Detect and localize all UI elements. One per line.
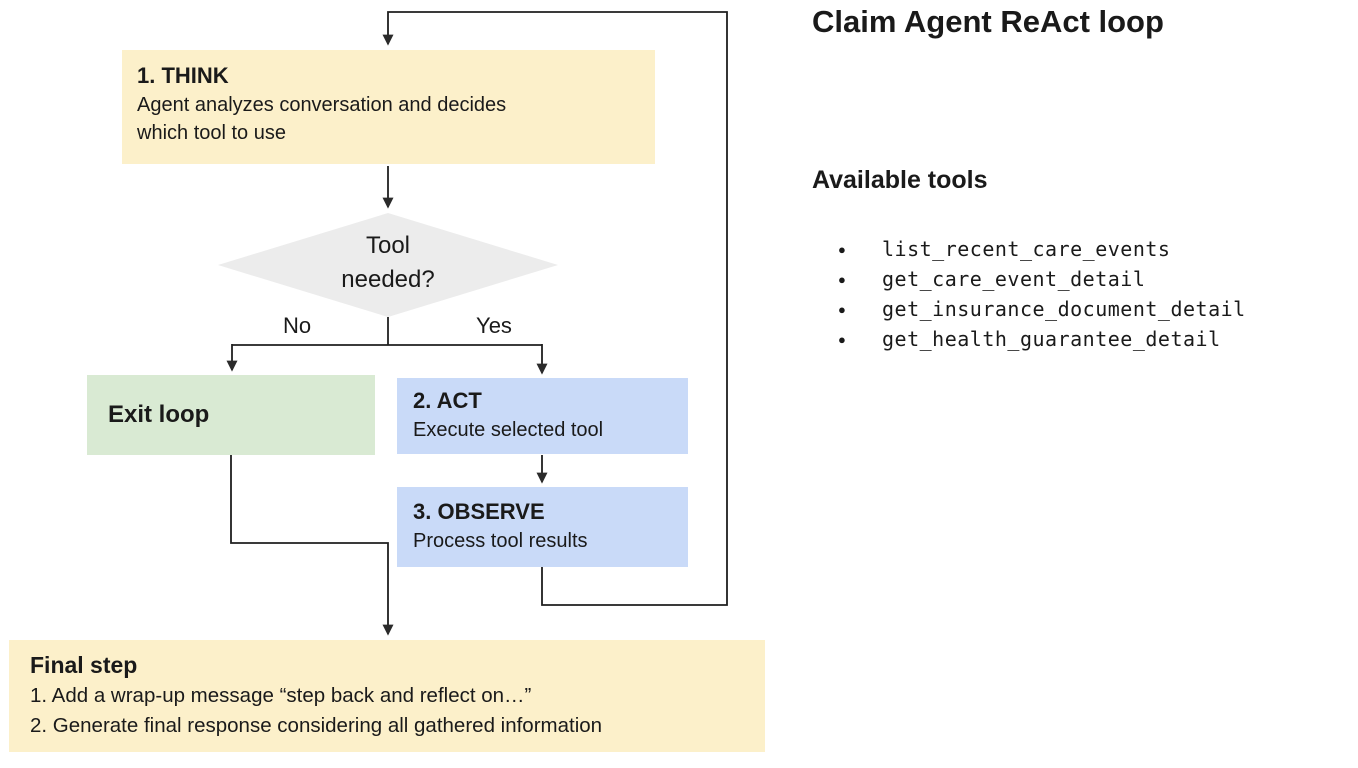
think-step-box: 1. THINK Agent analyzes conversation and… <box>122 50 655 164</box>
branch-label-yes: Yes <box>476 313 512 338</box>
list-item: ● get_insurance_document_detail <box>812 294 1246 324</box>
tool-name: get_care_event_detail <box>882 267 1146 291</box>
bullet-icon: ● <box>838 271 846 287</box>
bullet-icon: ● <box>838 301 846 317</box>
edge-exit-to-final <box>230 455 394 636</box>
think-step-title: 1. THINK <box>137 63 229 88</box>
branch-label-no: No <box>282 313 312 338</box>
decision-label: Tool needed? <box>308 229 468 297</box>
bullet-icon: ● <box>838 331 846 347</box>
decision-label-line2: needed? <box>341 266 435 293</box>
exit-loop-title: Exit loop <box>108 401 210 428</box>
tool-name: list_recent_care_events <box>882 237 1171 261</box>
act-step-title: 2. ACT <box>413 388 482 413</box>
observe-step-box: 3. OBSERVE Process tool results <box>397 487 688 567</box>
think-step-body-line2: which tool to use <box>137 122 286 144</box>
list-item: ● get_health_guarantee_detail <box>812 324 1246 354</box>
bullet-icon: ● <box>838 241 846 257</box>
available-tools-heading: Available tools <box>812 166 988 194</box>
final-step-line1: 1. Add a wrap-up message “step back and … <box>30 684 532 707</box>
decision-label-line1: Tool <box>365 232 411 259</box>
tool-name: get_health_guarantee_detail <box>882 327 1221 351</box>
list-item: ● get_care_event_detail <box>812 264 1246 294</box>
act-step-box: 2. ACT Execute selected tool <box>397 378 688 454</box>
tool-name: get_insurance_document_detail <box>882 297 1246 321</box>
exit-loop-box: Exit loop <box>87 375 375 455</box>
act-step-body: Execute selected tool <box>413 419 604 441</box>
final-step-line2: 2. Generate final response considering a… <box>30 714 603 737</box>
list-item: ● list_recent_care_events <box>812 234 1246 264</box>
page-title: Claim Agent ReAct loop <box>812 4 1164 39</box>
final-step-box: Final step 1. Add a wrap-up message “ste… <box>9 640 765 752</box>
think-step-body-line1: Agent analyzes conversation and decides <box>137 94 507 116</box>
observe-step-title: 3. OBSERVE <box>413 499 545 524</box>
observe-step-body: Process tool results <box>413 530 588 552</box>
tools-list: ● list_recent_care_events ● get_care_eve… <box>812 234 1246 354</box>
final-step-title: Final step <box>30 652 138 678</box>
